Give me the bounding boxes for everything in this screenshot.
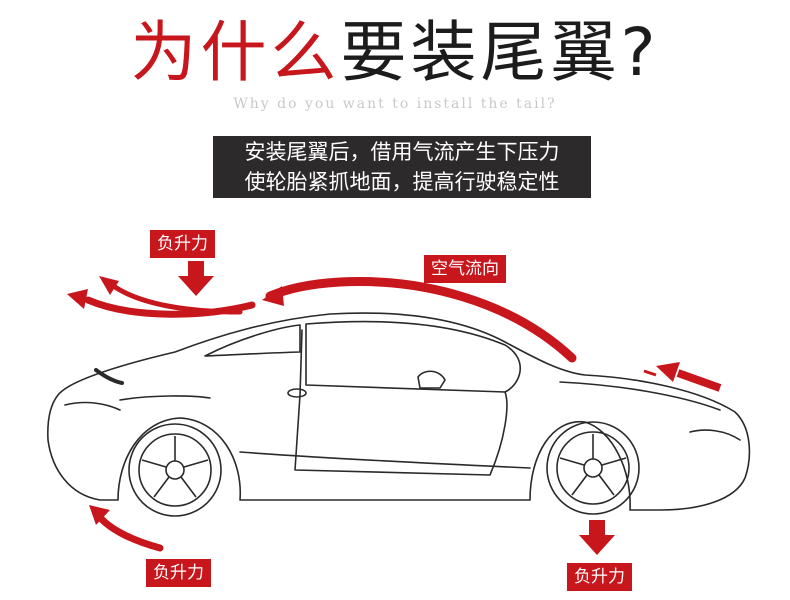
rear-body-line [119,395,211,401]
rear-airflow-arrow-upper [109,282,243,315]
side-skirt-line [239,451,531,469]
bottom-airflow-arrowhead [89,505,110,525]
title-red-part: 为什么 [130,14,341,91]
rear-wheel [128,423,222,517]
side-mirror [417,370,446,389]
rear-wing [94,368,124,385]
hood-line [559,381,721,411]
front-wheel [546,421,640,515]
description-line-2: 使轮胎紧抓地面，提高行驶稳定性 [244,170,560,194]
taillight [64,401,121,411]
downforce-label-top: 负升力 [150,230,215,258]
airflow-roof-arrow [265,277,577,363]
car-outline [47,312,751,511]
page-title: 为什么要装尾翼? [0,14,790,92]
car-body [47,312,751,511]
airflow-roof-arrowhead [262,286,284,306]
side-window [305,320,522,393]
airflow-direction-label: 空气流向 [424,255,506,283]
door-line [294,329,508,476]
headlight [689,429,741,441]
downforce-arrow-top-head [178,276,214,296]
front-airflow-tail [643,369,657,377]
description-box: 安装尾翼后，借用气流产生下压力 使轮胎紧抓地面，提高行驶稳定性 [213,136,591,198]
downforce-label-bottom-right: 负升力 [567,563,632,591]
rear-airflow-arrowhead-lower [67,289,88,309]
title-black-part: 要装尾翼? [340,14,660,91]
downforce-arrow-top-shaft [188,261,204,276]
downforce-arrow-bottom-head [579,535,615,555]
downforce-arrow-bottom-shaft [589,520,605,535]
page-subtitle: Why do you want to install the tail? [233,96,557,112]
rear-airflow-arrowhead-upper [99,276,119,295]
door-handle [287,388,307,398]
description-line-1: 安装尾翼后，借用气流产生下压力 [244,140,560,164]
front-airflow-arrowhead [656,362,680,382]
downforce-label-bottom-left: 负升力 [146,559,211,587]
front-airflow-arrow [676,369,722,392]
rear-window [204,324,301,357]
bottom-airflow-arrow [94,511,164,552]
rear-airflow-arrow-lower [84,296,256,318]
